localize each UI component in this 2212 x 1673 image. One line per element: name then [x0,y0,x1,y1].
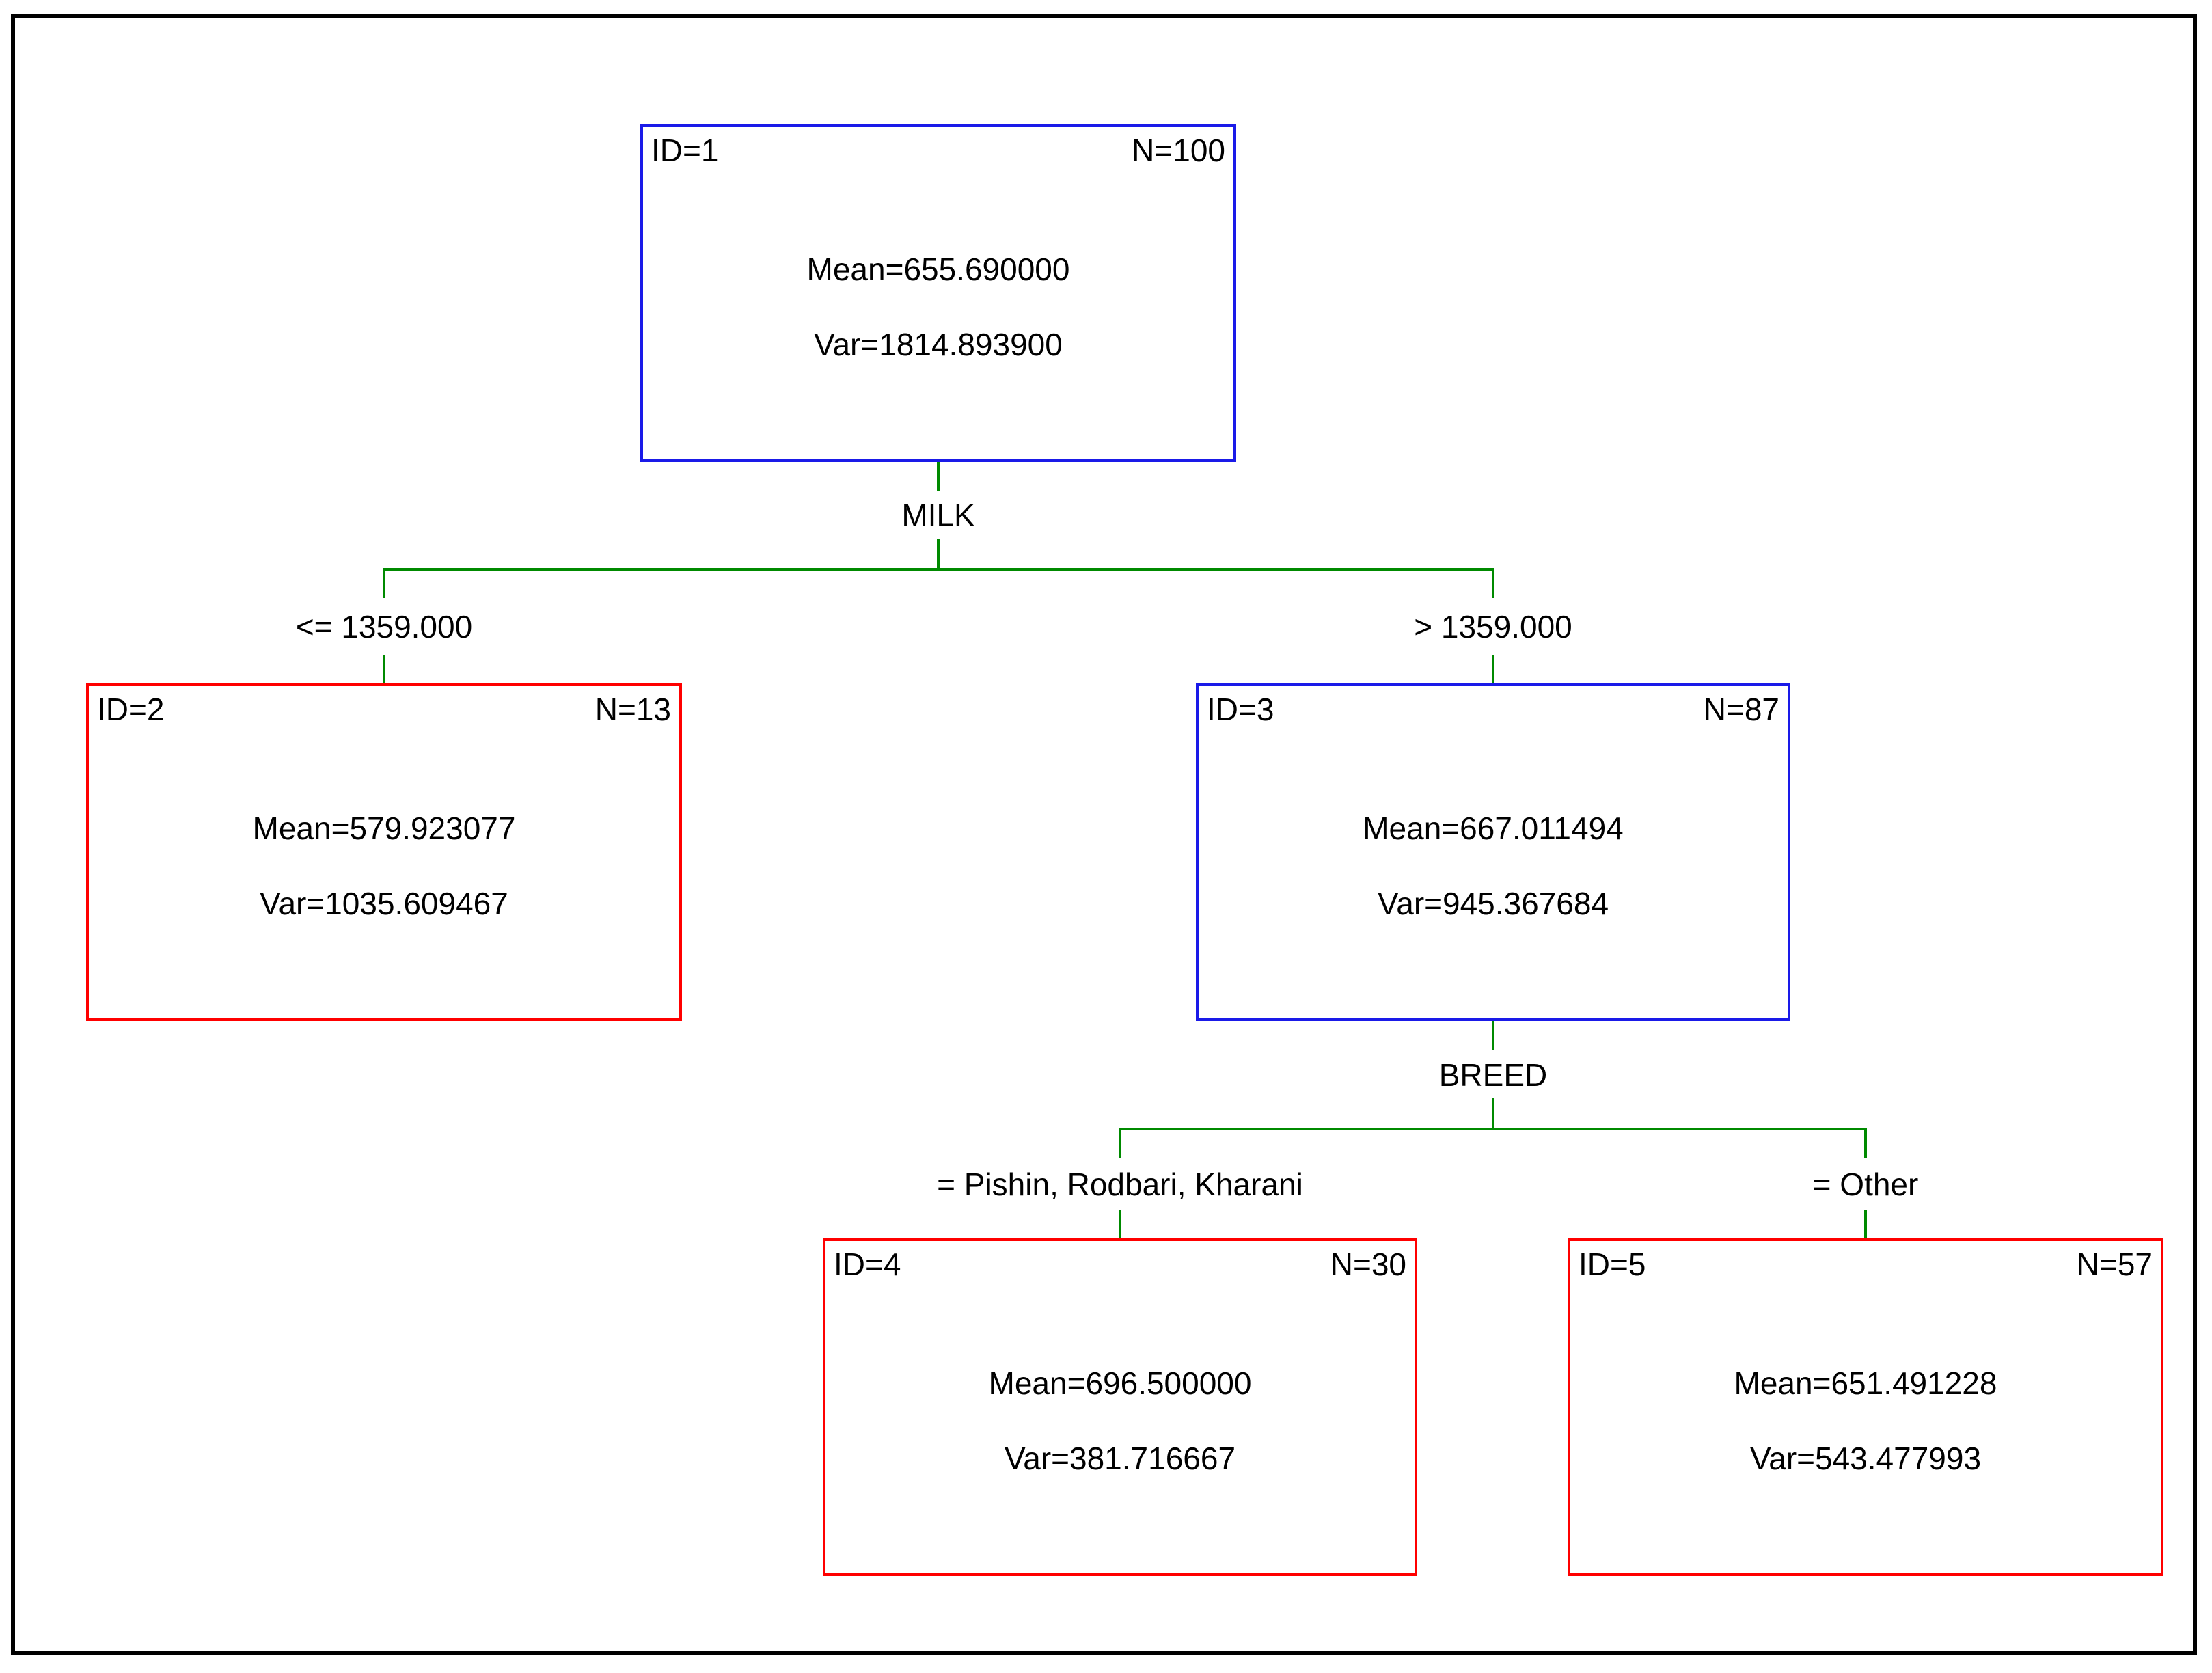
split1-left-elbow [383,568,385,598]
node-5-id: ID=5 [1579,1247,1646,1282]
split1-right-condition-label: > 1359.000 [1414,609,1572,644]
split1-left-child-stub [383,655,385,683]
split2-variable-label: BREED [1438,1057,1548,1093]
split1-left-condition-label: <= 1359.000 [295,609,473,644]
node-2-count: N=13 [595,692,671,727]
node-3-header: ID=3 N=87 [1207,690,1779,729]
split1-lower-stub [937,539,940,568]
node-2-header: ID=2 N=13 [97,690,671,729]
node-4-id: ID=4 [834,1247,901,1282]
tree-node-3: ID=3 N=87 Mean=667.011494 Var=945.367684 [1196,683,1790,1021]
node-4-count: N=30 [1330,1247,1406,1282]
split1-variable-label: MILK [901,498,975,533]
tree-node-2: ID=2 N=13 Mean=579.923077 Var=1035.60946… [86,683,682,1021]
tree-node-4: ID=4 N=30 Mean=696.500000 Var=381.716667 [823,1238,1417,1576]
node-2-id: ID=2 [97,692,165,727]
split2-left-elbow [1119,1128,1121,1158]
split1-right-elbow [1492,568,1494,598]
node-4-var: Var=381.716667 [1004,1441,1236,1476]
split2-right-child-stub [1864,1210,1867,1238]
node-5-mean: Mean=651.491228 [1734,1365,1997,1401]
split2-left-condition-label: = Pishin, Rodbari, Kharani [937,1167,1303,1202]
split2-right-condition-label: = Other [1812,1167,1919,1202]
node-3-id: ID=3 [1207,692,1274,727]
node-4-header: ID=4 N=30 [834,1245,1406,1283]
node-3-var: Var=945.367684 [1377,886,1609,921]
tree-node-1: ID=1 N=100 Mean=655.690000 Var=1814.8939… [640,124,1236,462]
node-3-mean: Mean=667.011494 [1363,811,1624,846]
split2-parent-stub [1492,1021,1494,1050]
node-2-mean: Mean=579.923077 [252,811,516,846]
node-4-mean: Mean=696.500000 [988,1365,1252,1401]
split1-crossbar [383,568,1494,571]
node-1-header: ID=1 N=100 [651,131,1225,169]
split1-parent-stub [937,462,940,491]
split2-crossbar [1119,1128,1867,1130]
diagram-border [11,14,2197,1655]
node-1-var: Var=1814.893900 [814,327,1063,362]
split2-left-child-stub [1119,1210,1121,1238]
node-1-count: N=100 [1132,133,1225,168]
node-5-var: Var=543.477993 [1749,1441,1982,1476]
node-1-id: ID=1 [651,133,719,168]
split2-right-elbow [1864,1128,1867,1158]
node-5-count: N=57 [2076,1247,2153,1282]
node-2-var: Var=1035.609467 [260,886,508,921]
split2-lower-stub [1492,1098,1494,1128]
tree-node-5: ID=5 N=57 Mean=651.491228 Var=543.477993 [1568,1238,2163,1576]
node-3-count: N=87 [1703,692,1779,727]
split1-right-child-stub [1492,655,1494,683]
node-5-header: ID=5 N=57 [1579,1245,2153,1283]
node-1-mean: Mean=655.690000 [806,251,1070,287]
